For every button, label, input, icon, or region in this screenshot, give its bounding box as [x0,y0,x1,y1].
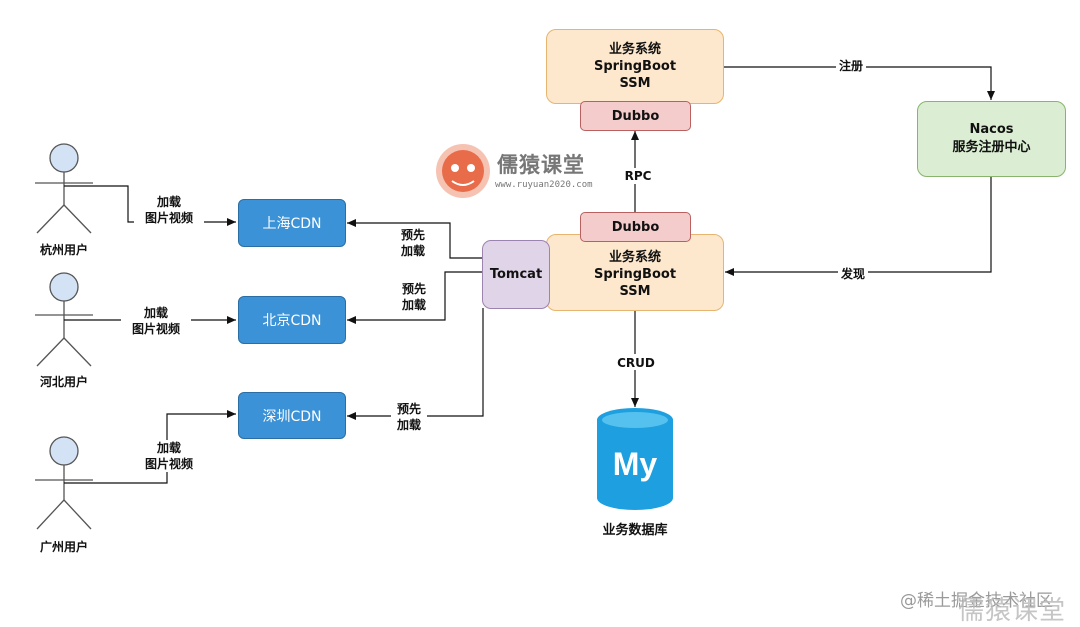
edge-register [724,66,995,100]
preload-label-line2: 加载 [395,243,431,259]
service-line2: SpringBoot [593,267,677,282]
cdn-label: 北京CDN [262,313,322,329]
database-icon [597,408,673,510]
preload-label-shenzhen: 预先 加载 [391,401,427,433]
service-node-top[interactable]: 业务系统 SpringBoot SSM [546,29,724,104]
edge-label-line2: 图片视频 [121,321,191,337]
edge-label-register: 注册 [838,59,863,73]
edge-label-rpc: RPC [624,169,652,183]
ruyuan-logo-icon [436,144,490,198]
edge-label-hangzhou: 加载 图片视频 [134,194,204,226]
preload-label-line2: 加载 [396,297,432,313]
tomcat-label: Tomcat [489,267,543,282]
edge-label-guangzhou: 加载 图片视频 [134,440,204,472]
service-line3: SSM [619,284,651,299]
dubbo-label: Dubbo [611,219,660,235]
edge-label-line2: 图片视频 [134,456,204,472]
cdn-node-shenzhen[interactable]: 深圳CDN [238,392,346,439]
preload-label-line1: 预先 [396,281,432,297]
logo-url: www.ruyuan2020.com [495,180,593,190]
logo-title: 儒猿课堂 [497,153,585,177]
watermark-brand: 儒猿课堂 [958,596,1067,626]
edge-label-hebei: 加载 图片视频 [121,305,191,337]
service-line3: SSM [619,76,651,91]
dubbo-node-bottom[interactable]: Dubbo [580,212,691,242]
edge-label-line2: 图片视频 [134,210,204,226]
service-line1: 业务系统 [608,42,661,57]
edge-discover [725,177,992,276]
user-figure-hangzhou [35,143,93,234]
nacos-line2: 服务注册中心 [952,140,1031,155]
service-line2: SpringBoot [593,59,677,74]
cdn-label: 深圳CDN [262,408,322,425]
edge-label-line1: 加载 [134,194,204,210]
service-node-bottom[interactable]: 业务系统 SpringBoot SSM [546,234,724,311]
nacos-node[interactable]: Nacos 服务注册中心 [917,101,1066,177]
user-label-hebei: 河北用户 [39,375,88,389]
dubbo-label: Dubbo [611,108,660,124]
edge-label-crud: CRUD [617,356,655,370]
preload-label-shanghai: 预先 加载 [395,227,431,259]
preload-label-line1: 预先 [395,227,431,243]
watermark-community: @稀土掘金技术社区 [900,591,1053,611]
cdn-node-shanghai[interactable]: 上海CDN [238,199,346,247]
service-line1: 业务系统 [608,250,661,265]
dubbo-node-top[interactable]: Dubbo [580,101,691,131]
preload-label-line2: 加载 [391,417,427,433]
edge-tomcat-shenzhen [347,308,484,420]
edge-label-line1: 加载 [121,305,191,321]
tomcat-node[interactable]: Tomcat [482,240,550,309]
nacos-line1: Nacos [969,122,1014,137]
user-label-hangzhou: 杭州用户 [39,243,88,257]
user-label-guangzhou: 广州用户 [39,540,88,554]
database-logo-text: My [612,446,658,482]
database-label: 业务数据库 [602,523,668,538]
edge-tomcat-shanghai [347,219,483,259]
preload-label-beijing: 预先 加载 [396,281,432,313]
cdn-label: 上海CDN [262,216,322,232]
edge-label-line1: 加载 [134,440,204,456]
preload-label-line1: 预先 [391,401,427,417]
edge-tomcat-beijing [347,271,483,324]
edge-label-discover: 发现 [840,267,865,281]
user-figure-hebei [35,272,93,367]
cdn-node-beijing[interactable]: 北京CDN [238,296,346,344]
